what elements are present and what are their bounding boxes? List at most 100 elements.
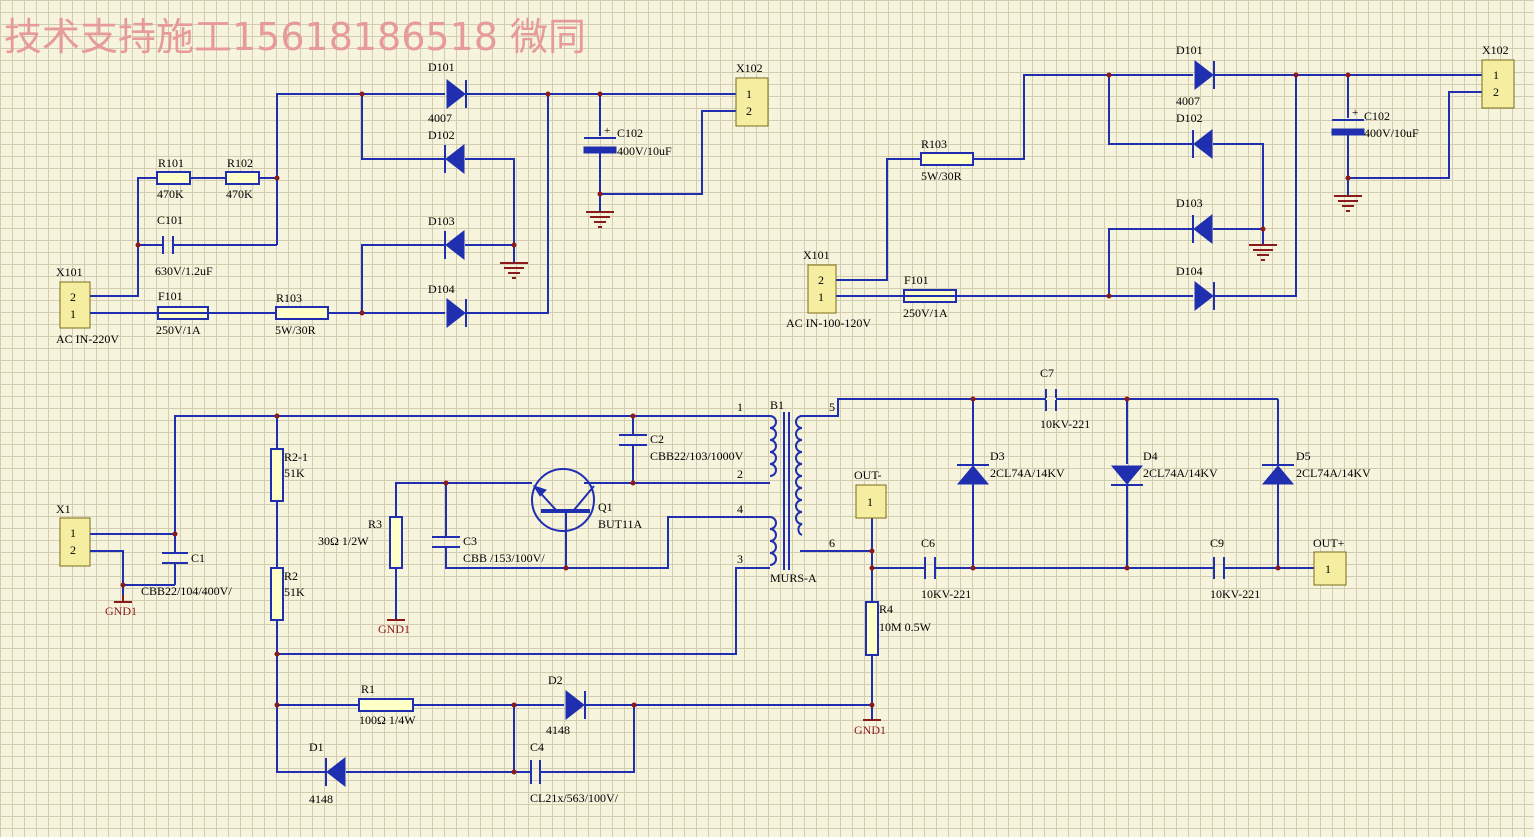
capacitor-c2[interactable] (619, 434, 647, 446)
r2-ref: R2 (284, 569, 298, 583)
c102-ref: C102 (617, 126, 643, 140)
out-plus-label: OUT+ (1313, 536, 1345, 550)
diode-d5[interactable] (1261, 464, 1295, 485)
connector-x102-b[interactable] (1481, 59, 1515, 109)
junction-dot (1345, 175, 1351, 181)
resistor-r103-b[interactable] (920, 152, 974, 166)
junction-dot (545, 91, 551, 97)
wire (973, 74, 1193, 160)
capacitor-c3[interactable] (432, 536, 460, 548)
connector-out-plus[interactable] (1313, 551, 1347, 586)
diode-d102[interactable] (444, 143, 465, 175)
circuit-top-right: X101 2 1 AC IN-100-120V R103 5W/30R F101… (786, 43, 1515, 330)
junction-dot (970, 396, 976, 402)
transformer-b1[interactable] (740, 412, 803, 570)
ground-symbol (1249, 244, 1277, 261)
wire (1108, 75, 1193, 145)
r103b-value: 5W/30R (921, 169, 962, 183)
capacitor-c102[interactable]: + (583, 125, 617, 154)
x101b-ref: X101 (803, 248, 830, 262)
junction-dot (597, 191, 603, 197)
r1-ref: R1 (361, 682, 375, 696)
capacitor-c1[interactable] (162, 552, 188, 564)
junction-dot (274, 413, 280, 419)
capacitor-c102-b[interactable]: + (1331, 107, 1365, 136)
junction-dot (135, 242, 141, 248)
c9-ref: C9 (1210, 536, 1224, 550)
junction-dot (1260, 226, 1266, 232)
connector-x102[interactable] (735, 77, 769, 127)
r101-ref: R101 (158, 156, 184, 170)
q1-ref: Q1 (598, 500, 613, 514)
c101-value: 630V/1.2uF (155, 264, 213, 278)
resistor-r1[interactable] (358, 698, 414, 712)
c6-ref: C6 (921, 536, 935, 550)
diode-d101-b[interactable] (1194, 59, 1215, 91)
resistor-r2-1[interactable] (270, 448, 284, 502)
out-plus-pin: 1 (1325, 562, 1331, 576)
wire (395, 482, 532, 517)
diode-d102-b[interactable] (1192, 128, 1213, 160)
junction-dot (1106, 72, 1112, 78)
d103b-ref: D103 (1176, 196, 1203, 210)
junction-dot (597, 91, 603, 97)
transistor-q1[interactable] (531, 468, 595, 532)
ground-symbol (1334, 195, 1362, 212)
c102b-ref: C102 (1364, 109, 1390, 123)
x101-pin-1: 1 (70, 307, 76, 321)
svg-text:+: + (1352, 107, 1358, 119)
r102-ref: R102 (227, 156, 253, 170)
resistor-r4[interactable] (865, 601, 879, 656)
wire (1348, 91, 1482, 179)
diode-d104-b[interactable] (1194, 280, 1215, 312)
resistor-r102[interactable] (225, 171, 260, 185)
resistor-r2[interactable] (270, 567, 284, 621)
capacitor-c6[interactable] (924, 557, 936, 579)
r103b-ref: R103 (921, 137, 947, 151)
c102b-value: 400V/10uF (1364, 126, 1419, 140)
junction-dot (443, 480, 449, 486)
x1-ref: X1 (56, 502, 71, 516)
d101-ref: D101 (428, 60, 455, 74)
d101b-value: 4007 (1176, 94, 1200, 108)
diode-d101[interactable] (446, 78, 467, 110)
r103-ref: R103 (276, 291, 302, 305)
junction-dot (970, 565, 976, 571)
resistor-r101[interactable] (156, 171, 191, 185)
r101-value: 470K (157, 187, 184, 201)
capacitor-c9[interactable] (1213, 557, 1225, 579)
diode-d1[interactable] (325, 756, 346, 788)
junction-dot (274, 702, 280, 708)
diode-d103-b[interactable] (1192, 213, 1213, 245)
diode-d103[interactable] (444, 229, 465, 261)
b1-value: MURS-A (770, 571, 817, 585)
gnd1-label-c: GND1 (854, 723, 886, 737)
junction-dot (511, 769, 517, 775)
gnd1-label-b: GND1 (378, 622, 410, 636)
c3-value: CBB /153/100V/ (463, 551, 545, 565)
resistor-r103[interactable] (275, 306, 329, 320)
connector-out-minus[interactable] (855, 484, 887, 519)
wire (600, 110, 736, 195)
x101-label: AC IN-220V (56, 332, 119, 346)
connector-x101[interactable] (59, 281, 91, 329)
junction-dot (1293, 72, 1299, 78)
b1-pin-5: 5 (829, 400, 835, 414)
diode-d2[interactable] (565, 689, 586, 721)
svg-text:+: + (604, 125, 610, 137)
diode-d3[interactable] (956, 464, 990, 485)
x102b-pin-1: 1 (1493, 68, 1499, 82)
r102-value: 470K (226, 187, 253, 201)
wire (277, 567, 740, 655)
junction-dot (869, 702, 875, 708)
capacitor-c4[interactable] (530, 760, 541, 784)
circuit-top-left: X101 2 1 AC IN-220V R101 470K R102 470K … (56, 60, 769, 346)
connector-x101-b[interactable] (807, 264, 837, 314)
resistor-r3[interactable] (389, 516, 403, 569)
diode-d4[interactable] (1110, 465, 1144, 486)
wire (90, 177, 157, 297)
connector-x1[interactable] (59, 517, 91, 567)
diode-d104[interactable] (446, 297, 467, 329)
capacitor-c101[interactable] (162, 236, 174, 254)
x1-pin-2: 2 (70, 543, 76, 557)
